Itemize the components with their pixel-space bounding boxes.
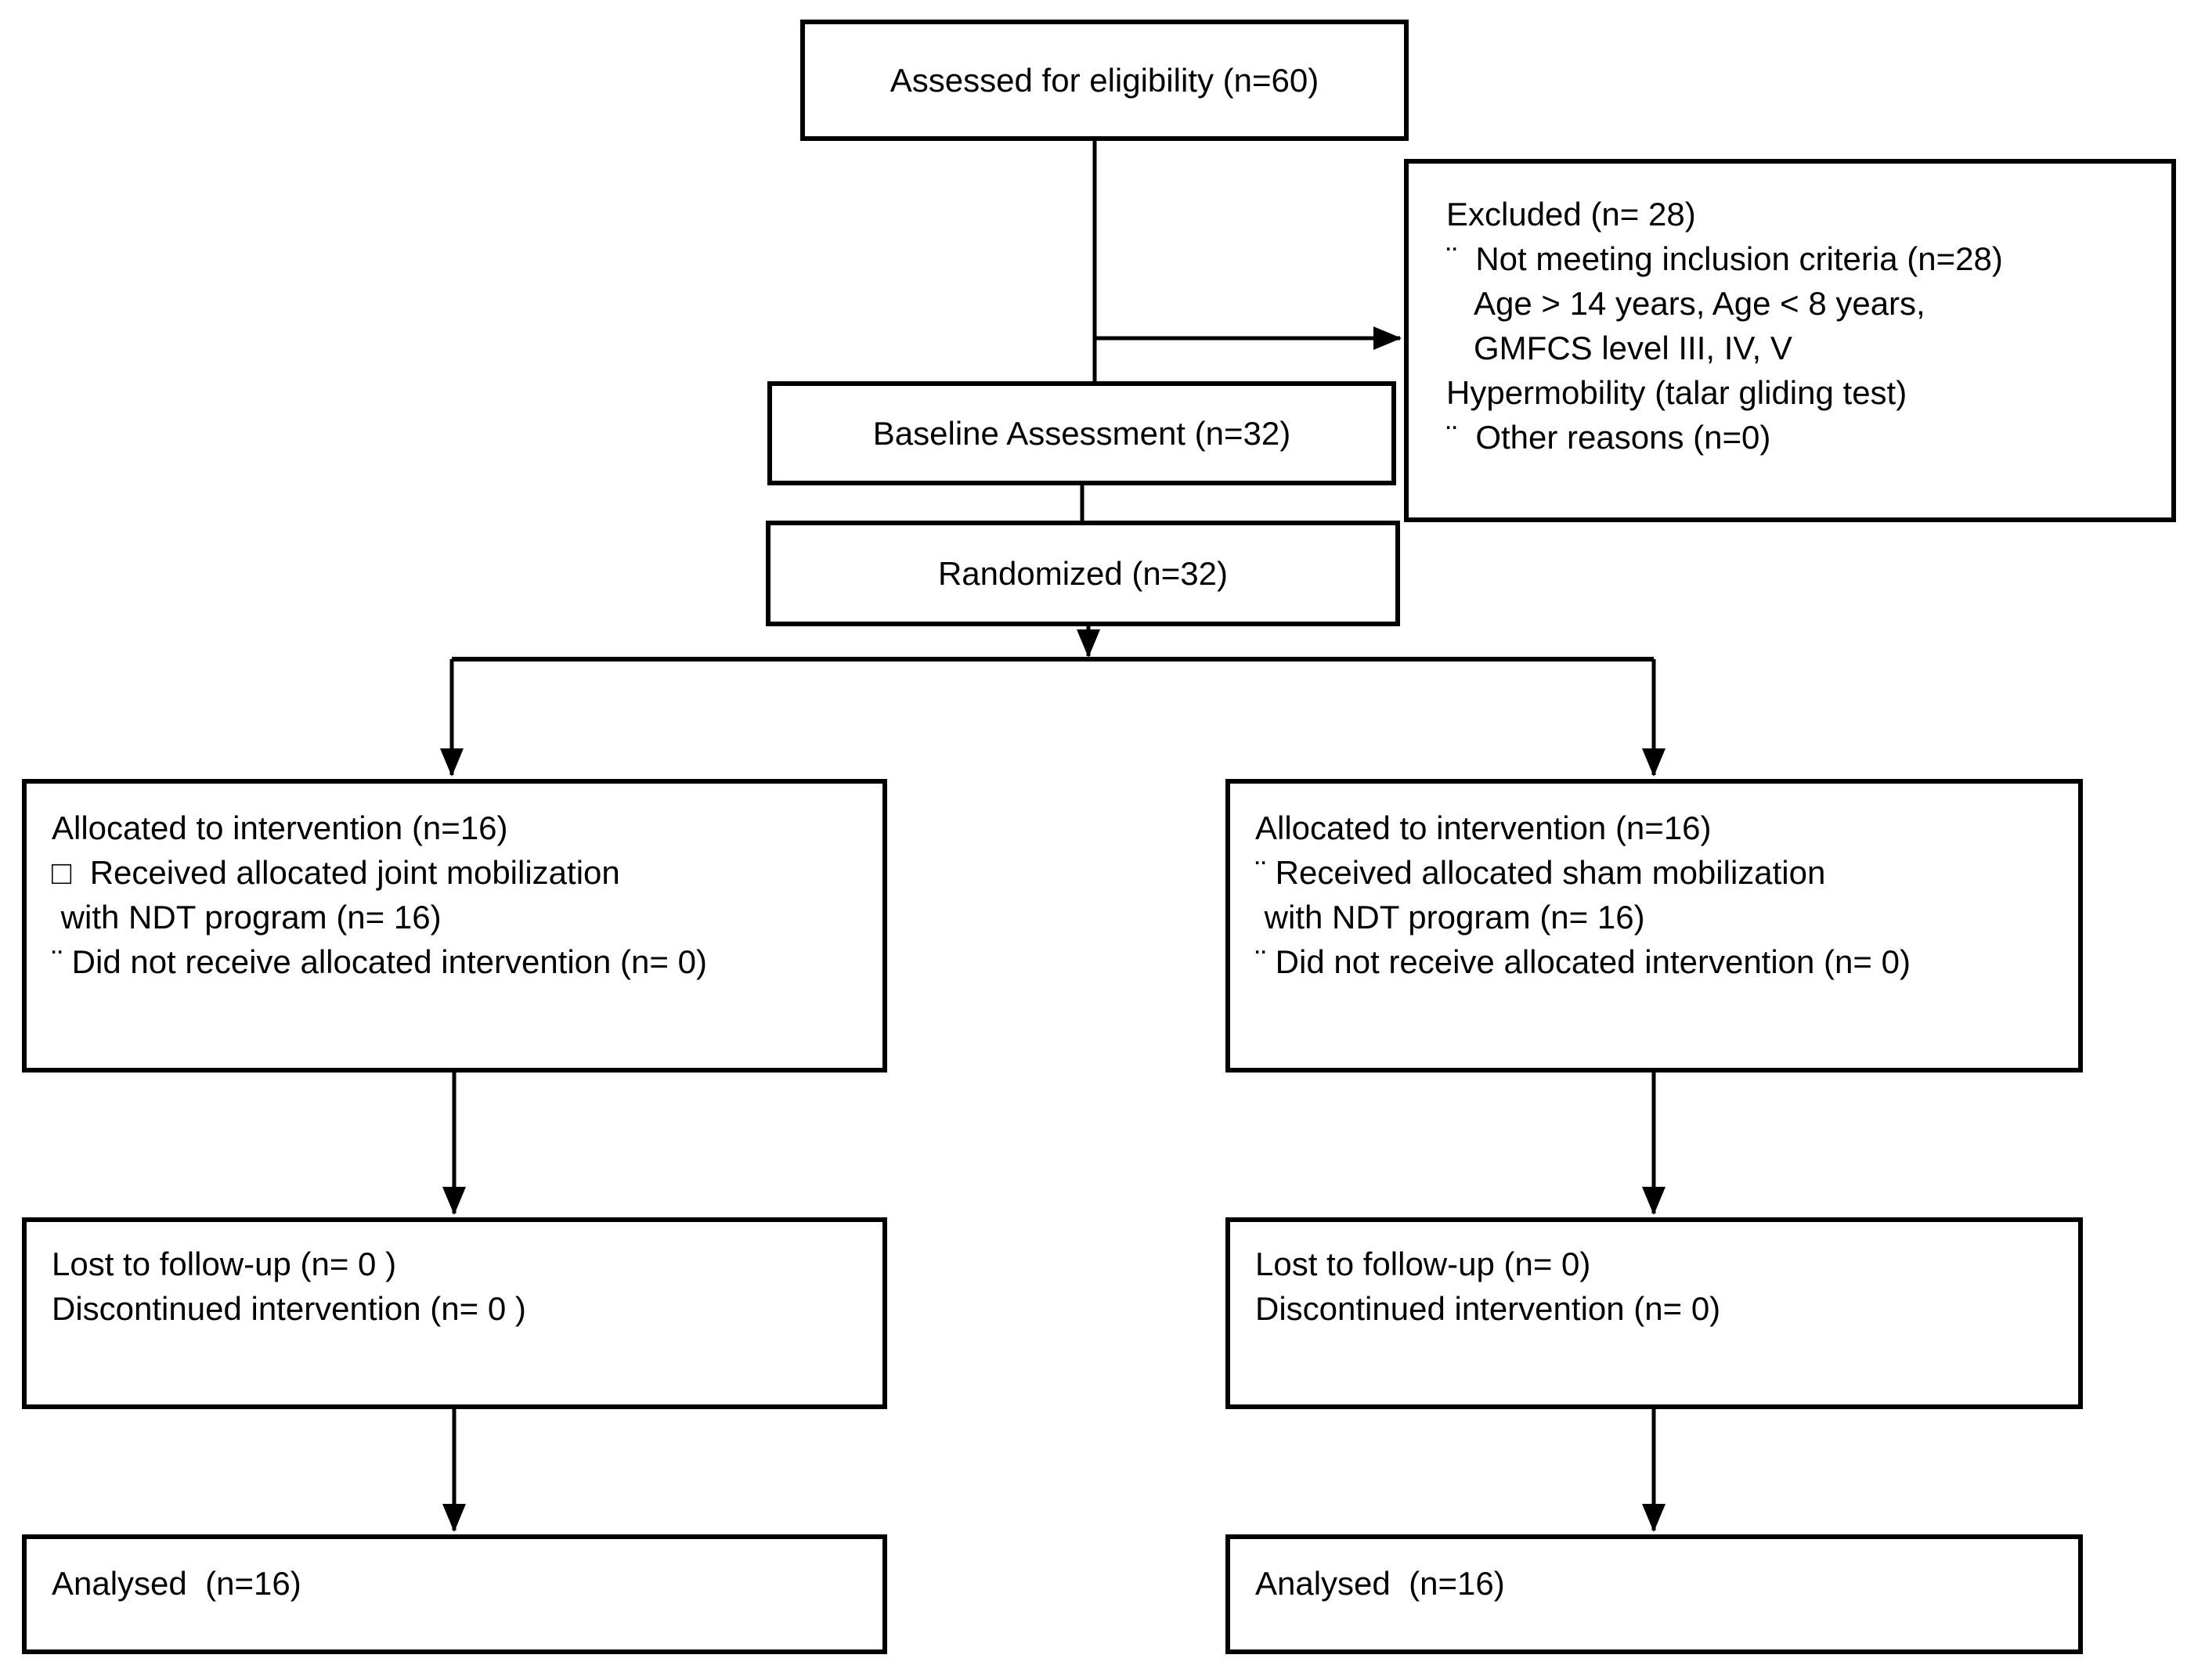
allocation-left-line: ¨ Did not receive allocated intervention…	[52, 943, 707, 980]
allocation-right-line: Allocated to intervention (n=16)	[1255, 809, 1712, 846]
excluded-line: ¨ Not meeting inclusion criteria (n=28)	[1446, 240, 2003, 277]
allocation-left-line: with NDT program (n= 16)	[52, 899, 442, 936]
lost-to-followup-right-box: Lost to follow-up (n= 0) Discontinued in…	[1225, 1217, 2083, 1409]
allocation-left-line: □ Received allocated joint mobilization	[52, 854, 620, 891]
followup-right-line: Lost to follow-up (n= 0)	[1255, 1246, 1591, 1282]
analysed-right-box: Analysed (n=16)	[1225, 1534, 2083, 1654]
allocation-right-line: ¨ Received allocated sham mobilization	[1255, 854, 1826, 891]
baseline-label: Baseline Assessment (n=32)	[872, 415, 1291, 452]
analysed-right-label: Analysed (n=16)	[1255, 1565, 1505, 1602]
assessed-for-eligibility-box: Assessed for eligibility (n=60)	[800, 20, 1409, 141]
lost-to-followup-left-box: Lost to follow-up (n= 0 ) Discontinued i…	[22, 1217, 887, 1409]
analysed-left-box: Analysed (n=16)	[22, 1534, 887, 1654]
allocation-right-line: ¨ Did not receive allocated intervention…	[1255, 943, 1911, 980]
baseline-assessment-box: Baseline Assessment (n=32)	[767, 381, 1396, 485]
excluded-line: Hypermobility (talar gliding test)	[1446, 374, 1907, 411]
excluded-line: Excluded (n= 28)	[1446, 196, 1696, 233]
randomized-box: Randomized (n=32)	[766, 521, 1400, 626]
allocation-intervention-right-box: Allocated to intervention (n=16) ¨ Recei…	[1225, 779, 2083, 1073]
followup-left-line: Discontinued intervention (n= 0 )	[52, 1290, 526, 1327]
allocation-left-line: Allocated to intervention (n=16)	[52, 809, 508, 846]
allocation-right-line: with NDT program (n= 16)	[1255, 899, 1645, 936]
followup-right-line: Discontinued intervention (n= 0)	[1255, 1290, 1721, 1327]
followup-left-line: Lost to follow-up (n= 0 )	[52, 1246, 397, 1282]
excluded-line: Age > 14 years, Age < 8 years,	[1446, 285, 1925, 322]
excluded-line: GMFCS level III, IV, V	[1446, 330, 1792, 366]
excluded-box: Excluded (n= 28) ¨ Not meeting inclusion…	[1404, 159, 2176, 522]
excluded-line: ¨ Other reasons (n=0)	[1446, 419, 1771, 456]
randomized-label: Randomized (n=32)	[937, 555, 1229, 592]
allocation-intervention-left-box: Allocated to intervention (n=16) □ Recei…	[22, 779, 887, 1073]
analysed-left-label: Analysed (n=16)	[52, 1565, 301, 1602]
assessed-label: Assessed for eligibility (n=60)	[890, 62, 1319, 99]
